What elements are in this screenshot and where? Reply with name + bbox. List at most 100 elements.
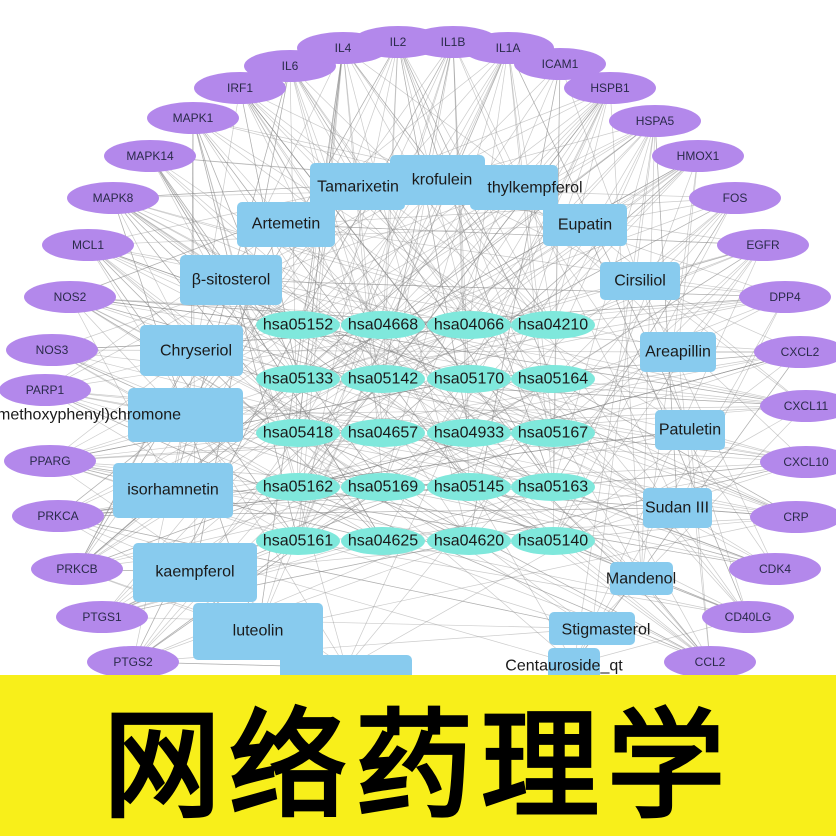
pathway-node[interactable] (341, 419, 425, 447)
pathway-node[interactable] (427, 527, 511, 555)
target-node[interactable] (664, 646, 756, 678)
compound-node[interactable] (600, 262, 680, 300)
compound-node[interactable] (655, 410, 725, 450)
edge (573, 244, 764, 665)
target-node[interactable] (717, 229, 809, 261)
target-label: HMOX1 (677, 149, 720, 163)
target-node[interactable] (739, 281, 831, 313)
edge (397, 41, 554, 488)
edge (639, 280, 807, 407)
target-node[interactable] (42, 229, 134, 261)
pathway-ellipse (427, 365, 511, 393)
pathway-node[interactable] (341, 473, 425, 501)
target-node[interactable] (87, 646, 179, 678)
edge (51, 349, 384, 542)
target-node[interactable] (24, 281, 116, 313)
compound-label: oxy-7-methoxy-2-(3,4,5-trimethoxyphenyl)… (0, 407, 181, 424)
edge (297, 155, 699, 380)
edge (452, 41, 515, 188)
target-node[interactable] (754, 336, 836, 368)
pathway-node[interactable] (511, 365, 595, 393)
pathway-node[interactable] (341, 365, 425, 393)
target-node[interactable] (750, 501, 836, 533)
pathway-node[interactable] (256, 365, 340, 393)
pathway-node[interactable] (511, 311, 595, 339)
compound-node[interactable] (193, 603, 323, 660)
pathway-label: hsa04210 (518, 317, 588, 334)
edge (112, 197, 678, 509)
pathway-node[interactable] (256, 527, 340, 555)
pathway-node[interactable] (511, 473, 595, 501)
target-node[interactable] (194, 72, 286, 104)
target-node[interactable] (31, 553, 123, 585)
compound-node[interactable] (310, 163, 405, 210)
compound-node[interactable] (548, 648, 600, 680)
pathway-node[interactable] (427, 311, 511, 339)
pathway-node[interactable] (256, 419, 340, 447)
target-node[interactable] (6, 334, 98, 366)
compound-node[interactable] (610, 562, 673, 595)
pathway-node[interactable] (427, 473, 511, 501)
edge (297, 87, 611, 326)
edge (297, 197, 736, 434)
edge (87, 244, 575, 665)
compound-node[interactable] (640, 332, 716, 372)
compound-node[interactable] (133, 543, 257, 602)
pathway-node[interactable] (341, 527, 425, 555)
edge (297, 244, 764, 380)
target-node[interactable] (147, 102, 239, 134)
pathway-label: hsa04668 (348, 317, 418, 334)
target-node[interactable] (702, 601, 794, 633)
compound-node[interactable] (113, 463, 233, 518)
compound-node[interactable] (237, 202, 335, 247)
target-node[interactable] (760, 446, 836, 478)
compound-node[interactable] (280, 655, 412, 680)
target-label: HSPB1 (590, 81, 630, 95)
compound-label: thylkempferol (487, 180, 582, 197)
compound-node[interactable] (390, 155, 485, 205)
pathway-node[interactable] (511, 527, 595, 555)
target-node[interactable] (689, 182, 781, 214)
edge (76, 350, 192, 570)
edge (132, 378, 384, 663)
target-node[interactable] (652, 140, 744, 172)
edge (44, 224, 287, 391)
pathway-node[interactable] (341, 311, 425, 339)
compound-node[interactable] (643, 488, 712, 528)
target-node[interactable] (67, 182, 159, 214)
target-ellipse (739, 281, 831, 313)
compound-node[interactable] (549, 612, 635, 645)
edge (584, 224, 807, 407)
compound-box (193, 603, 323, 660)
target-node[interactable] (729, 553, 821, 585)
target-node[interactable] (12, 500, 104, 532)
target-ellipse (664, 646, 756, 678)
target-node[interactable] (0, 374, 91, 406)
pathway-node[interactable] (427, 365, 511, 393)
edge (468, 540, 711, 663)
target-node[interactable] (514, 48, 606, 80)
target-node[interactable] (564, 72, 656, 104)
compound-node[interactable] (140, 325, 243, 376)
edge (297, 155, 699, 380)
compound-node[interactable] (128, 388, 243, 442)
compound-label: Tamarixetin (317, 179, 399, 196)
edge (49, 378, 470, 462)
pathway-node[interactable] (427, 419, 511, 447)
compound-label: Stigmasterol (562, 622, 651, 639)
compound-node[interactable] (543, 204, 627, 246)
compound-node[interactable] (180, 255, 282, 305)
target-node[interactable] (56, 601, 148, 633)
target-node[interactable] (4, 445, 96, 477)
edge (285, 224, 764, 246)
target-label: PTGS2 (113, 655, 153, 669)
edge (591, 120, 656, 629)
target-node[interactable] (609, 105, 701, 137)
pathway-node[interactable] (256, 311, 340, 339)
pathway-node[interactable] (511, 419, 595, 447)
target-node[interactable] (104, 140, 196, 172)
edge (132, 486, 384, 663)
pathway-node[interactable] (256, 473, 340, 501)
target-node[interactable] (760, 390, 836, 422)
compound-node[interactable] (470, 165, 558, 210)
